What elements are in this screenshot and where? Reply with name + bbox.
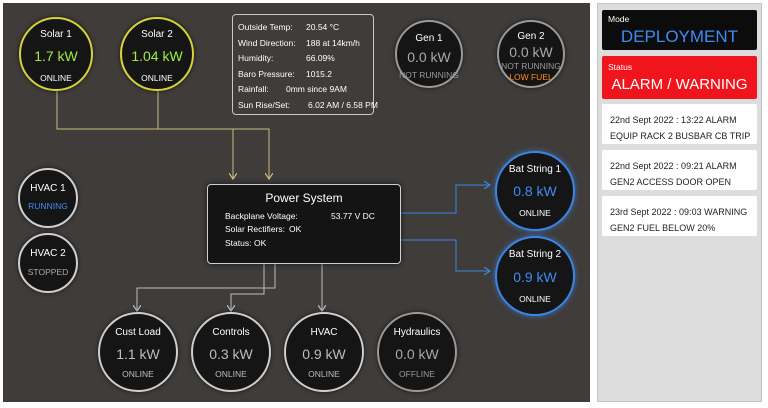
- solar2-value: 1.04 kW: [131, 48, 183, 64]
- mode-value: DEPLOYMENT: [620, 27, 739, 46]
- controls-status: ONLINE: [215, 369, 247, 379]
- hvac1-status: RUNNING: [28, 201, 68, 211]
- status-panel[interactable]: Status ALARM / WARNING: [602, 56, 757, 99]
- alarm-item[interactable]: 22nd Sept 2022 : 09:21 ALARM GEN2 ACCESS…: [602, 150, 757, 190]
- power-dashboard-panel: Solar 1 1.7 kW ONLINE Solar 2 1.04 kW ON…: [3, 3, 590, 402]
- mode-panel[interactable]: Mode DEPLOYMENT: [602, 10, 757, 50]
- hvac-load-value: 0.9 kW: [302, 346, 346, 362]
- weather-wind-label: Wind Direction:: [238, 37, 296, 48]
- hydraulics-title: Hydraulics: [393, 327, 441, 338]
- gen2-status: NOT RUNNING: [501, 61, 561, 71]
- hydraulics-node[interactable]: Hydraulics 0.0 kW OFFLINE: [377, 312, 457, 392]
- bat-string2-node[interactable]: Bat String 2 0.9 kW ONLINE: [495, 236, 575, 316]
- gen1-node[interactable]: Gen 1 0.0 kW NOT RUNNING: [395, 20, 463, 88]
- cust-load-value: 1.1 kW: [116, 346, 160, 362]
- gen1-title: Gen 1: [415, 33, 443, 44]
- weather-baro-label: Baro Pressure:: [238, 68, 295, 79]
- bat1-line: [398, 185, 490, 214]
- solar1-line: [56, 87, 233, 179]
- cust-load-status: ONLINE: [122, 369, 154, 379]
- backplane-value: 53.77 V DC: [331, 211, 375, 221]
- weather-temp-label: Outside Temp:: [238, 22, 293, 32]
- weather-panel: Outside Temp: 20.54 °C Wind Direction: 1…: [232, 14, 378, 115]
- weather-humidity-label: Humidity:: [238, 53, 274, 63]
- backplane-label: Backplane Voltage:: [225, 211, 298, 221]
- alarm-item-line1: 22nd Sept 2022 : 09:21 ALARM: [610, 161, 737, 171]
- cust-load-title: Cust Load: [115, 327, 161, 338]
- hvac-load-node[interactable]: HVAC 0.9 kW ONLINE: [284, 312, 364, 392]
- bat-string1-title: Bat String 1: [508, 164, 562, 175]
- weather-rain-label: Rainfall:: [238, 84, 269, 94]
- alarm-item-line2: GEN2 ACCESS DOOR OPEN: [610, 177, 732, 187]
- hydraulics-value: 0.0 kW: [395, 346, 439, 362]
- weather-rain-row: Rainfall: 0mm since 9AM: [238, 82, 373, 98]
- gen2-low-fuel-alert: LOW FUEL: [509, 72, 553, 82]
- rectifiers-value: OK: [289, 224, 302, 234]
- weather-sun-value: 6.02 AM / 6.58 PM: [308, 99, 378, 110]
- controls-node[interactable]: Controls 0.3 kW ONLINE: [191, 312, 271, 392]
- weather-wind-value: 188 at 14km/h: [306, 37, 360, 48]
- hydraulics-status: OFFLINE: [399, 369, 435, 379]
- hvac-load-status: ONLINE: [308, 369, 340, 379]
- custload-line: [137, 261, 276, 311]
- rectifiers-label: Solar Rectifiers:: [225, 224, 285, 234]
- gen2-title: Gen 2: [517, 31, 545, 42]
- solar2-node[interactable]: Solar 2 1.04 kW ONLINE: [120, 17, 194, 91]
- power-system-panel[interactable]: Power System Backplane Voltage: 53.77 V …: [207, 184, 401, 264]
- hvac2-title: HVAC 2: [30, 248, 66, 259]
- weather-wind-row: Wind Direction: 188 at 14km/h: [238, 36, 373, 52]
- alarm-item[interactable]: 22nd Sept 2022 : 13:22 ALARM EQUIP RACK …: [602, 104, 757, 144]
- weather-rain-value: 0mm since 9AM: [286, 84, 347, 94]
- status-sidebar: Mode DEPLOYMENT Status ALARM / WARNING 2…: [597, 3, 762, 402]
- weather-sun-row: Sun Rise/Set: 6.02 AM / 6.58 PM: [238, 98, 378, 114]
- gen2-node[interactable]: Gen 2 0.0 kW NOT RUNNING LOW FUEL: [497, 20, 565, 88]
- status-value: ALARM / WARNING: [611, 76, 748, 93]
- solar1-title: Solar 1: [40, 29, 72, 40]
- weather-temp-value: 20.54 °C: [306, 22, 340, 32]
- controls-title: Controls: [212, 327, 250, 338]
- alarm-item-line2: GEN2 FUEL BELOW 20%: [610, 223, 716, 233]
- alarm-item-line1: 22nd Sept 2022 : 13:22 ALARM: [610, 115, 737, 125]
- mode-label: Mode: [608, 14, 630, 24]
- gen2-value: 0.0 kW: [509, 44, 553, 60]
- weather-baro-row: Baro Pressure: 1015.2: [238, 67, 373, 83]
- bat2-line: [398, 239, 490, 271]
- status-label: Status: [608, 62, 633, 72]
- cust-load-node[interactable]: Cust Load 1.1 kW ONLINE: [98, 312, 178, 392]
- weather-temp-row: Outside Temp: 20.54 °C: [238, 20, 373, 36]
- controls-line: [231, 261, 265, 311]
- weather-humidity-row: Humidity: 66.09%: [238, 51, 373, 67]
- weather-humidity-value: 66.09%: [306, 53, 335, 63]
- solar2-line: [157, 87, 269, 179]
- connection-lines: [56, 87, 590, 402]
- power-status-label: Status:: [225, 238, 252, 248]
- weather-sun-label: Sun Rise/Set:: [238, 99, 290, 110]
- solar1-node[interactable]: Solar 1 1.7 kW ONLINE: [19, 17, 93, 91]
- bat-string1-status: ONLINE: [519, 208, 551, 218]
- solar1-status: ONLINE: [40, 73, 72, 83]
- gen1-status: NOT RUNNING: [399, 70, 459, 80]
- controls-value: 0.3 kW: [209, 346, 253, 362]
- bat-string1-value: 0.8 kW: [513, 183, 557, 199]
- hvac1-title: HVAC 1: [30, 183, 66, 194]
- bat-string2-status: ONLINE: [519, 294, 551, 304]
- hvac2-status: STOPPED: [27, 267, 69, 277]
- alarm-item[interactable]: 23rd Sept 2022 : 09:03 WARNING GEN2 FUEL…: [602, 196, 757, 236]
- bat-string2-value: 0.9 kW: [513, 269, 557, 285]
- bat-string2-title: Bat String 2: [508, 249, 562, 260]
- weather-baro-value: 1015.2: [306, 68, 332, 79]
- alarm-item-line2: EQUIP RACK 2 BUSBAR CB TRIP: [610, 131, 751, 141]
- solar1-value: 1.7 kW: [34, 48, 78, 64]
- hvac1-node[interactable]: HVAC 1 RUNNING: [18, 168, 78, 228]
- solar2-status: ONLINE: [141, 73, 173, 83]
- hvac2-node[interactable]: HVAC 2 STOPPED: [18, 233, 78, 293]
- power-system-title: Power System: [265, 191, 343, 205]
- gen1-value: 0.0 kW: [407, 49, 451, 65]
- alarm-item-line1: 23rd Sept 2022 : 09:03 WARNING: [610, 207, 748, 217]
- hvac-load-title: HVAC: [310, 327, 338, 338]
- solar2-title: Solar 2: [141, 29, 173, 40]
- power-status-value: OK: [254, 238, 267, 248]
- bat-string1-node[interactable]: Bat String 1 0.8 kW ONLINE: [495, 151, 575, 231]
